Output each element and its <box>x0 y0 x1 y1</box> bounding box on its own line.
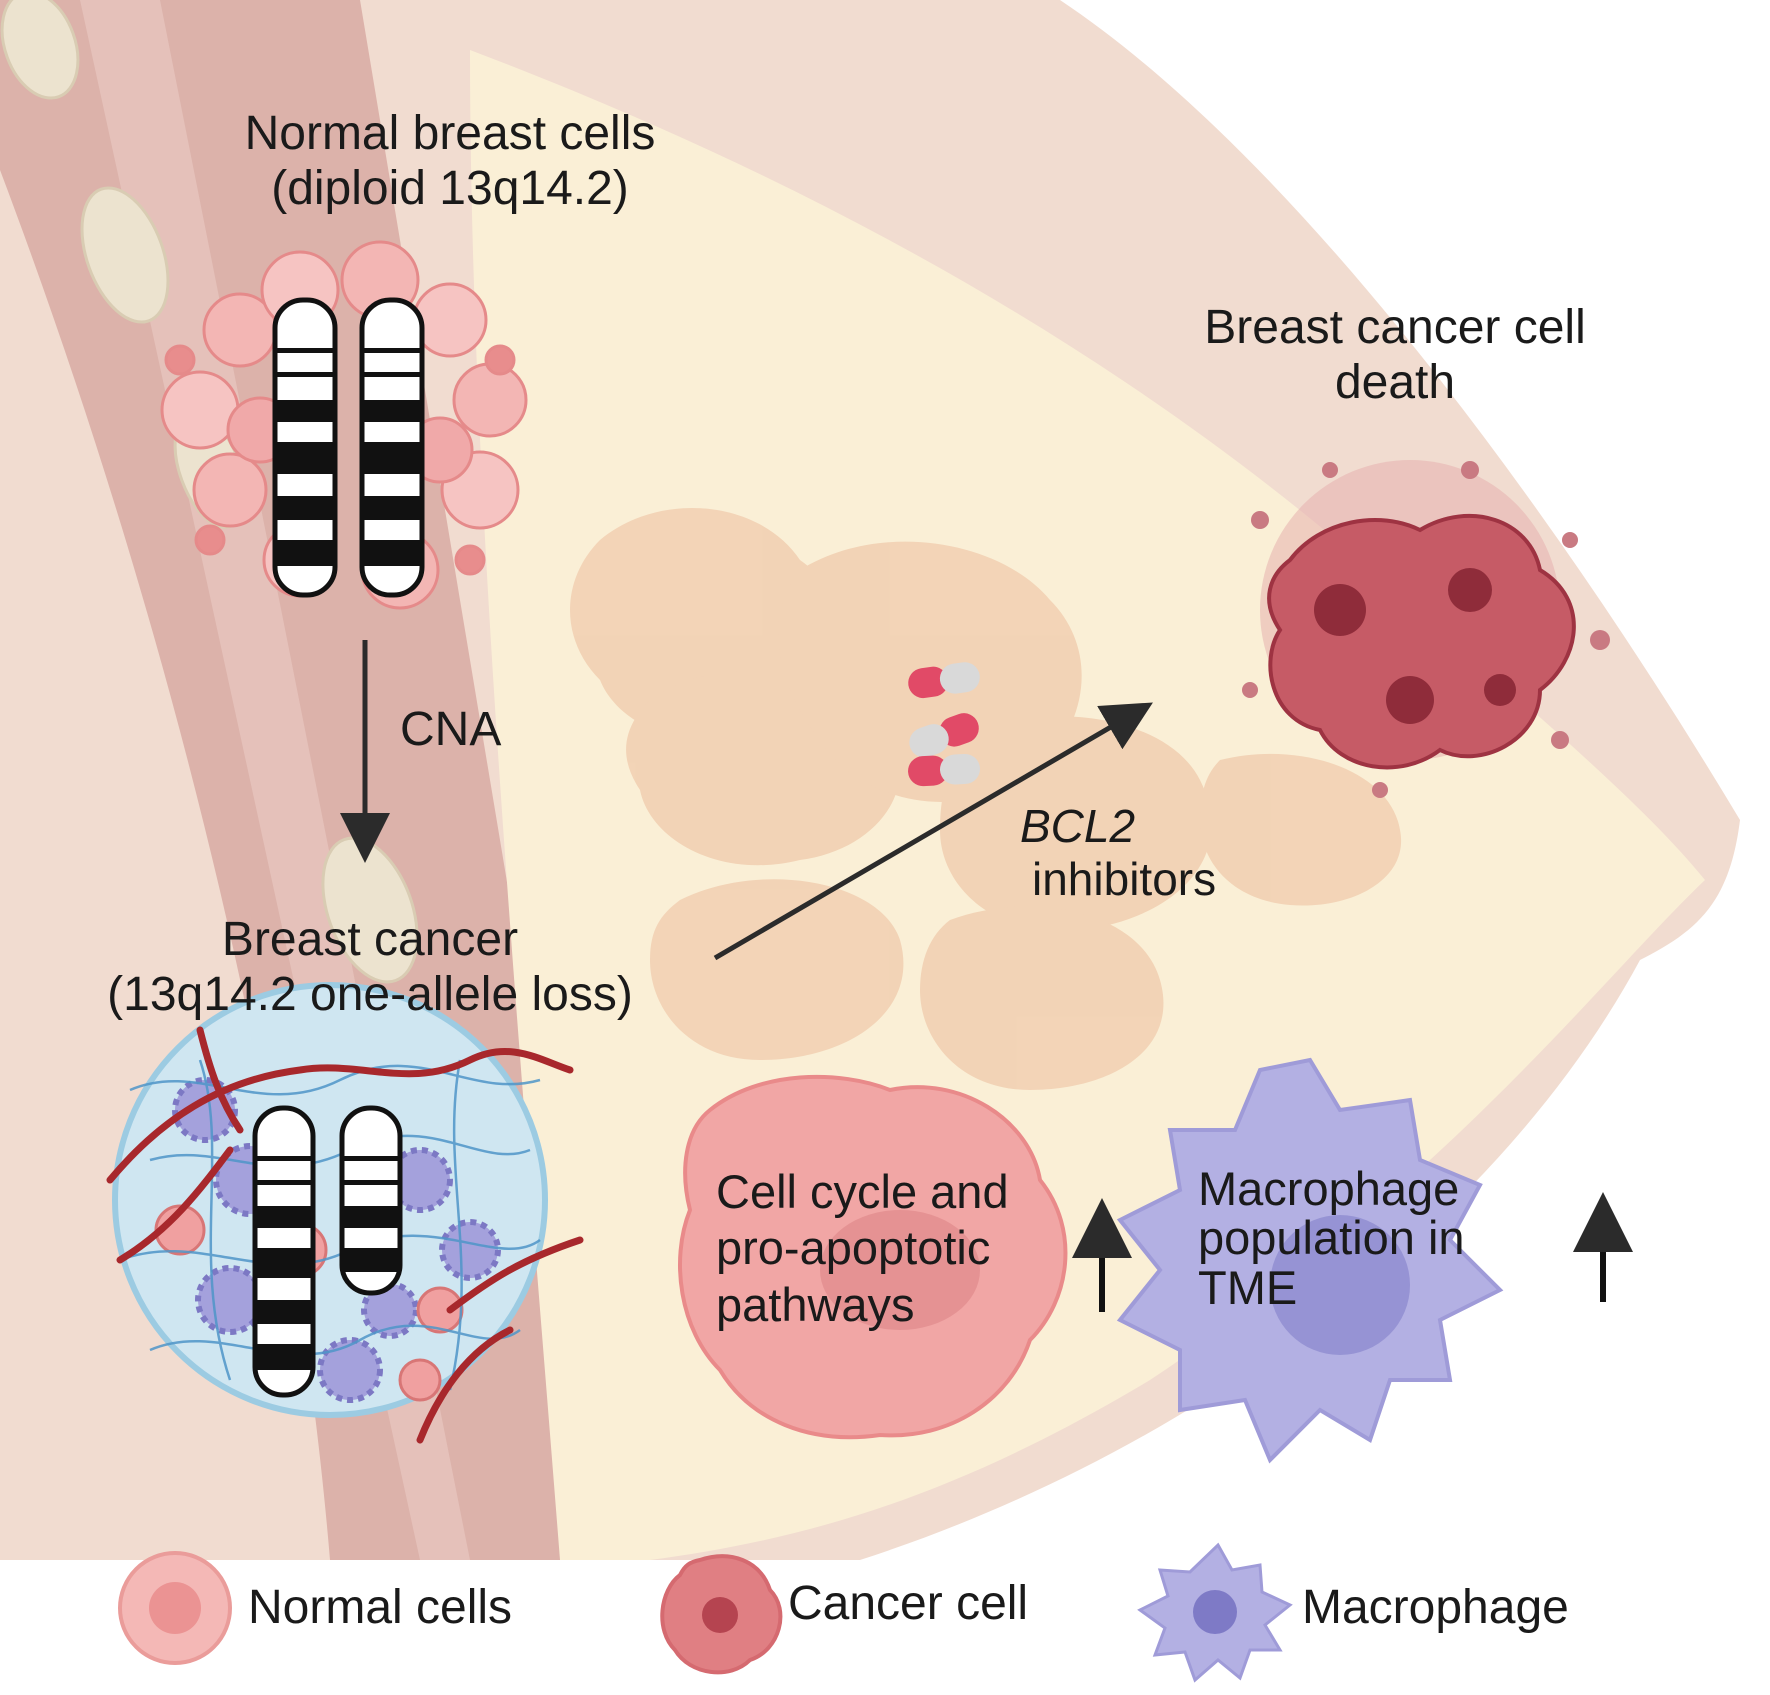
normal-cells-title: Normal breast cells (diploid 13q14.2) <box>180 106 720 216</box>
blood-vessels <box>106 1026 584 1444</box>
drug-name: BCL2 <box>1020 800 1136 852</box>
large-cancer-cell <box>678 1074 1068 1440</box>
pathways-line3: pathways <box>716 1277 915 1331</box>
chromosome-pair-diploid <box>272 297 425 598</box>
legend-cancer-cell-icon <box>660 1554 783 1675</box>
pathways-label: Cell cycle and pro-apoptotic pathways <box>716 1164 1009 1333</box>
breast-cancer-title: Breast cancer (13q14.2 one-allele loss) <box>40 912 700 1022</box>
legend-cancer-label: Cancer cell <box>788 1577 1029 1630</box>
cna-label: CNA <box>400 703 502 756</box>
legend-macrophage-label: Macrophage <box>1302 1581 1569 1634</box>
normal-cells-line1: Normal breast cells <box>244 107 656 160</box>
outcome-line2: death <box>1334 356 1456 410</box>
normal-cells-line2: (diploid 13q14.2) <box>271 162 629 216</box>
breast-cancer-line2: (13q14.2 one-allele loss) <box>107 968 633 1022</box>
outcome-line1: Breast cancer cell <box>1204 301 1586 354</box>
drug-capsules <box>908 662 980 787</box>
breast-cancer-line1: Breast cancer <box>221 913 519 966</box>
macrophage-line3: TME <box>1198 1260 1298 1314</box>
macrophage-population-label: Macrophage population in TME <box>1198 1164 1465 1312</box>
large-macrophage <box>1116 1057 1504 1464</box>
pathways-line2: pro-apoptotic <box>716 1221 991 1275</box>
dying-cancer-cells <box>1242 460 1610 798</box>
treatment-arrow <box>713 702 1153 961</box>
macrophage-line2: population in <box>1198 1211 1465 1265</box>
legend-normal-cell-icon <box>118 1551 232 1665</box>
macrophage-line1: Macrophage <box>1198 1162 1460 1215</box>
pathways-line1: Cell cycle and <box>716 1165 1009 1218</box>
outcome-title: Breast cancer cell death <box>1150 300 1640 410</box>
treatment-line2: inhibitors <box>1032 852 1217 905</box>
treatment-label: BCL2 inhibitors <box>1020 800 1216 906</box>
legend-macrophage-icon <box>1137 1542 1293 1683</box>
legend-normal-label: Normal cells <box>248 1581 513 1634</box>
chromosome-pair-loss <box>252 1105 403 1398</box>
